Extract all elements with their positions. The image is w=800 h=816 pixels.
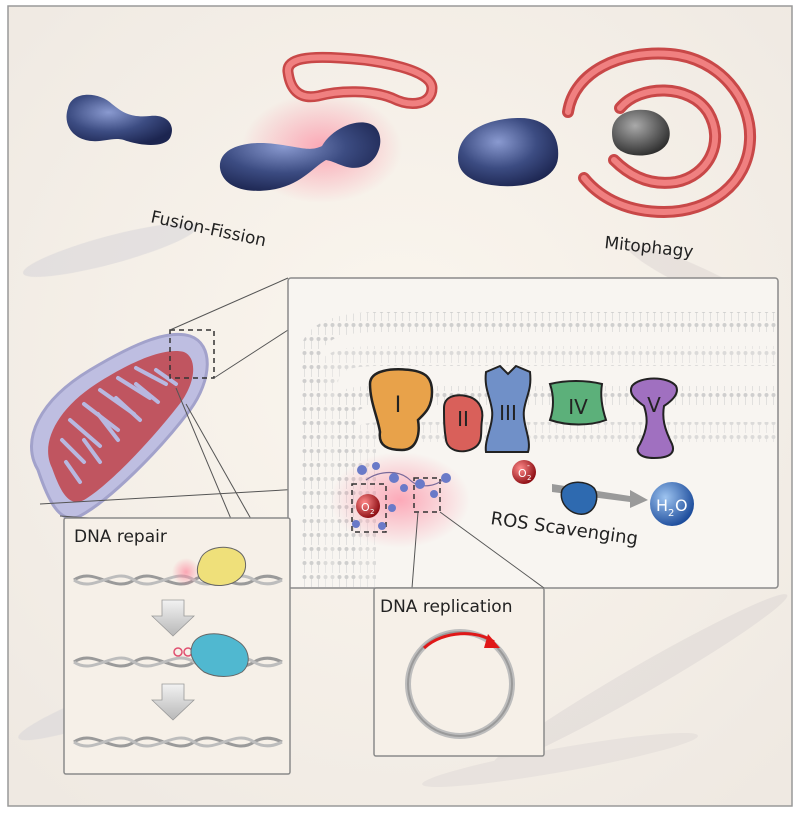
- mitochondrion-fission: [219, 122, 381, 191]
- ros-glow: [330, 452, 470, 548]
- dna-repair-label: DNA repair: [74, 527, 167, 547]
- repair-arrow-2: [151, 683, 195, 721]
- complex-IV: IV: [548, 380, 608, 426]
- zoom-box-repair: [351, 483, 387, 533]
- svg-text:H: H: [656, 496, 668, 515]
- dna-replication-label: DNA replication: [380, 597, 512, 617]
- mitochondrion-small: [66, 94, 172, 145]
- svg-text:-: -: [527, 461, 530, 470]
- complex-I-label: I: [395, 393, 402, 418]
- mitochondrion-healthy: [458, 118, 559, 187]
- dna-repair-inset: DNA repair: [63, 517, 291, 775]
- dna-replication-inset: DNA replication: [373, 511, 545, 757]
- inner-membrane-inset: I II III IV V O 2 - H 2: [287, 277, 779, 589]
- superoxide-molecule: O 2 -: [512, 460, 536, 484]
- svg-text:O: O: [518, 467, 527, 480]
- mitophagy-section: Mitophagy: [458, 47, 757, 262]
- dna-helix-repaired: [73, 736, 283, 748]
- repair-enzyme-1: [196, 546, 246, 586]
- superoxide-in-nucleoid: [356, 494, 380, 518]
- complex-I: I: [368, 368, 434, 452]
- mitochondrion-cross-section: [30, 329, 215, 520]
- zoom-box-replication: [413, 477, 441, 513]
- svg-text:2: 2: [668, 508, 674, 519]
- svg-text:2: 2: [527, 474, 531, 482]
- complex-V: V: [630, 377, 678, 460]
- complex-V-label: V: [647, 393, 661, 417]
- complex-III: III: [484, 364, 532, 453]
- svg-text:O: O: [361, 501, 370, 514]
- svg-text:2: 2: [370, 508, 374, 516]
- sod-enzyme: [560, 481, 598, 515]
- repair-arrow-1: [151, 599, 195, 637]
- damaged-mitochondrion: [612, 109, 670, 156]
- water-molecule: H 2 O: [650, 482, 694, 526]
- complex-III-label: III: [499, 401, 517, 425]
- svg-text:O: O: [675, 496, 688, 515]
- nucleoid: O 2: [351, 462, 451, 533]
- complex-II: II: [442, 394, 484, 453]
- repair-enzyme-2: [190, 633, 249, 677]
- complex-II-label: II: [457, 407, 469, 431]
- complex-IV-label: IV: [568, 395, 588, 419]
- zoom-box-membrane: [169, 329, 215, 379]
